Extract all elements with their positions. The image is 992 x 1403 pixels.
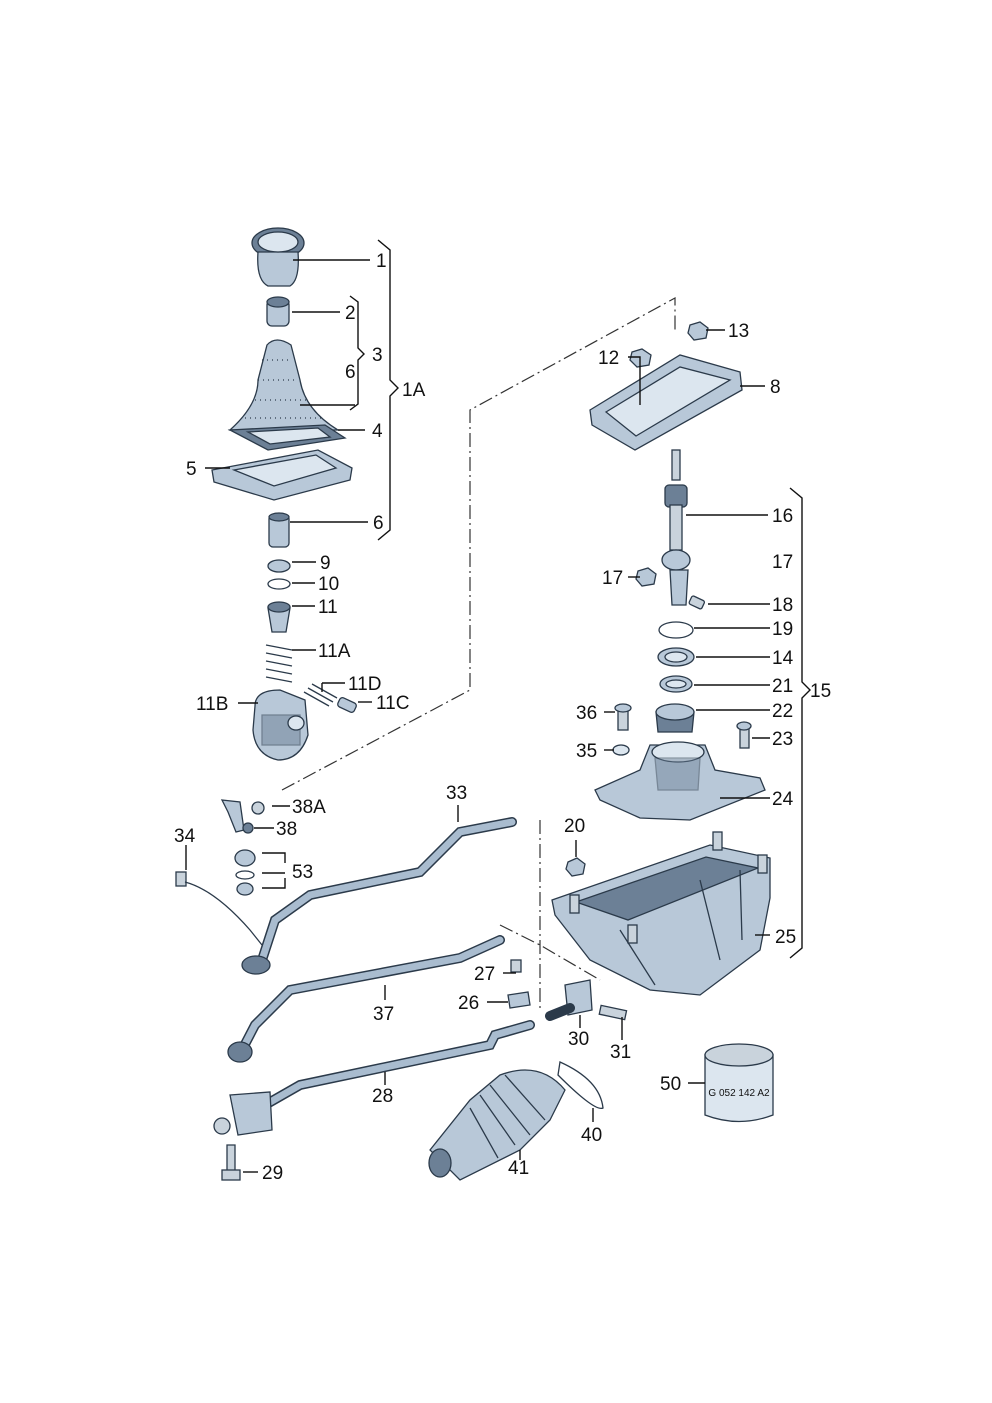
label-17-right: 17 (772, 552, 793, 573)
ball-housing-11B (252, 689, 309, 761)
label-12: 12 (598, 348, 619, 369)
grease-can-50: G 052 142 A2 (704, 1043, 774, 1123)
label-1A: 1A (402, 380, 426, 401)
label-15: 15 (810, 681, 831, 702)
label-23: 23 (772, 729, 793, 750)
label-14: 14 (772, 648, 794, 669)
selector-housing-24 (594, 741, 766, 821)
label-6-upper: 6 (345, 362, 356, 383)
rings-19-14-21 (657, 621, 695, 693)
label-8: 8 (770, 377, 781, 398)
label-4: 4 (372, 421, 383, 442)
bush-9 (267, 559, 291, 573)
bolt-36-washer-35 (612, 703, 632, 756)
label-36: 36 (576, 703, 597, 724)
label-31: 31 (610, 1042, 631, 1063)
label-37: 37 (373, 1004, 394, 1025)
label-13: 13 (728, 321, 749, 342)
nut-17 (635, 567, 657, 587)
pin-18 (688, 595, 706, 610)
base-housing-25 (551, 831, 771, 996)
selector-shaft-16 (661, 449, 691, 606)
label-26: 26 (458, 993, 479, 1014)
label-11: 11 (318, 597, 338, 618)
cage-22 (655, 703, 695, 733)
bush-11 (267, 601, 291, 633)
clip-38A-38 (220, 799, 265, 834)
label-11D: 11D (348, 674, 381, 695)
bolt-23 (736, 721, 752, 749)
label-38A: 38A (292, 797, 326, 818)
knob-adapter (266, 296, 290, 327)
bolt-29 (221, 1144, 241, 1181)
label-38: 38 (276, 819, 297, 840)
cover-plate-8 (589, 354, 743, 451)
label-33: 33 (446, 783, 467, 804)
label-10: 10 (318, 574, 339, 595)
label-41: 41 (508, 1158, 529, 1179)
bolt-20 (565, 857, 586, 877)
label-50: 50 (660, 1074, 681, 1095)
label-53: 53 (292, 862, 313, 883)
bolt-34 (175, 871, 263, 946)
label-11A: 11A (318, 641, 351, 662)
label-27: 27 (474, 964, 495, 985)
seal-ring-40 (557, 1061, 604, 1110)
label-16: 16 (772, 506, 793, 527)
label-21: 21 (772, 676, 793, 697)
leader-lines (185, 259, 770, 1173)
circlip-10 (267, 578, 291, 590)
label-29: 29 (262, 1163, 283, 1184)
label-2: 2 (345, 303, 356, 324)
label-6-lower: 6 (373, 513, 384, 534)
label-35: 35 (576, 741, 597, 762)
rubber-boot-41 (428, 1069, 566, 1181)
linkage-rod-28 (213, 1020, 535, 1136)
shift-rod-37 (227, 935, 505, 1063)
label-28: 28 (372, 1086, 393, 1107)
assembly-connector-line (281, 296, 676, 791)
nut-13 (687, 321, 709, 341)
housing-connector-line (499, 820, 601, 1010)
label-1: 1 (376, 251, 387, 272)
part-labels: 1 2 3 6 1A 4 5 6 9 10 11 11A 11D 11B 11C… (174, 251, 831, 1184)
label-3: 3 (372, 345, 383, 366)
label-22: 22 (772, 701, 793, 722)
label-19: 19 (772, 619, 793, 640)
label-40: 40 (581, 1125, 602, 1146)
can-label-text: G 052 142 A2 (708, 1088, 770, 1099)
gear-knob (251, 227, 305, 287)
trim-frame (211, 449, 353, 501)
bolt-27-clip-26 (507, 959, 531, 1009)
seal-53 (234, 849, 256, 896)
lever-sleeve (268, 512, 290, 548)
label-20: 20 (564, 816, 585, 837)
label-34: 34 (174, 826, 196, 847)
label-9: 9 (320, 553, 331, 574)
label-17-left: 17 (602, 568, 623, 589)
selector-rod-33 (241, 817, 517, 975)
gaiter-boot (228, 339, 341, 431)
label-24: 24 (772, 789, 794, 810)
gaiter-frame (227, 424, 347, 451)
bracket-30-bolt-31 (545, 979, 628, 1021)
label-11B: 11B (196, 694, 228, 715)
pin-11C (337, 697, 357, 713)
group-braces (349, 239, 811, 959)
label-11C: 11C (376, 693, 409, 714)
label-30: 30 (568, 1029, 589, 1050)
spring-11A (265, 644, 293, 683)
label-18: 18 (772, 595, 793, 616)
label-25: 25 (775, 927, 796, 948)
label-5: 5 (186, 459, 197, 480)
spring-11D (303, 683, 338, 707)
